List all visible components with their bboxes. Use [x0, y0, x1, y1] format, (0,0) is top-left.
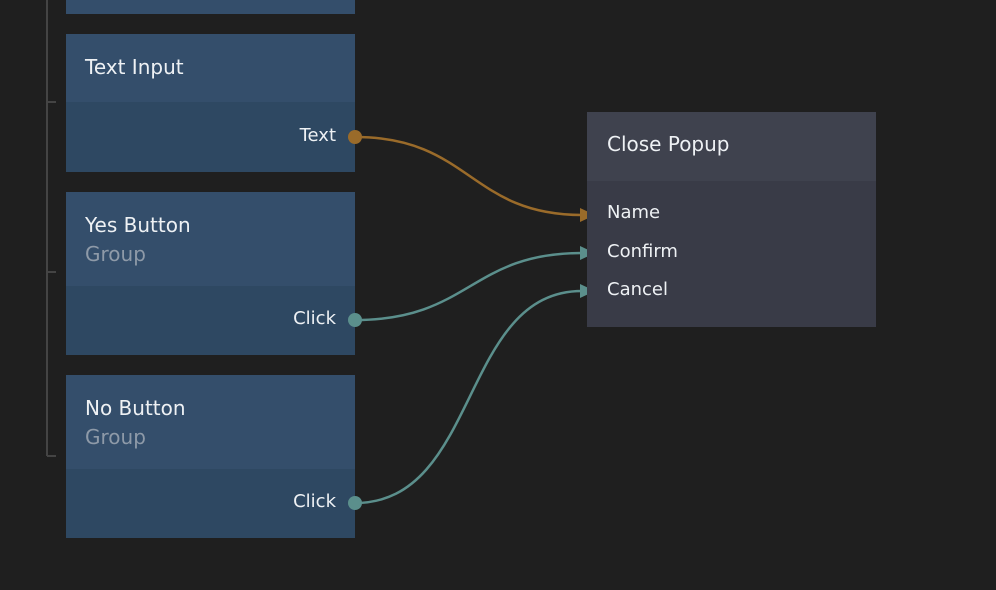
node-text-input[interactable]: Text Input Text [66, 34, 355, 172]
connection-text-name[interactable] [354, 135, 583, 217]
node-subtitle: Group [85, 242, 146, 266]
connection-yes-confirm[interactable] [354, 251, 583, 322]
connection-no-cancel[interactable] [354, 289, 583, 505]
output-port-text[interactable]: Text [299, 125, 336, 146]
node-title: Text Input [85, 55, 184, 79]
node-title: Yes Button [85, 213, 191, 237]
input-port-confirm[interactable]: Confirm [607, 241, 678, 262]
hierarchy-line [46, 0, 56, 457]
node-subtitle: Group [85, 425, 146, 449]
output-port-click[interactable]: Click [293, 491, 336, 512]
node-close-popup[interactable]: Close Popup Name Confirm Cancel [587, 112, 876, 327]
node-title: No Button [85, 396, 186, 420]
input-port-cancel[interactable]: Cancel [607, 279, 668, 300]
input-port-name[interactable]: Name [607, 202, 661, 223]
node-partial[interactable] [66, 0, 355, 14]
node-title: Close Popup [607, 132, 730, 156]
output-port-click[interactable]: Click [293, 308, 336, 329]
